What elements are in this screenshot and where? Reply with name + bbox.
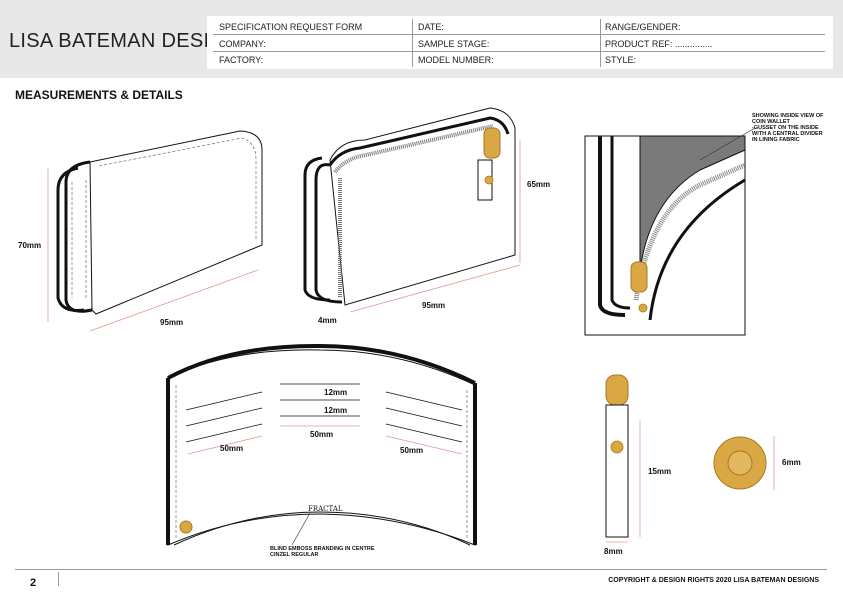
dim-puller-width: 8mm xyxy=(604,547,623,556)
note-line: WITH A CENTRAL DIVIDER xyxy=(752,131,823,137)
form-divider xyxy=(213,34,825,35)
dim-open-depth: 4mm xyxy=(318,316,337,325)
copyright-notice: COPYRIGHT & DESIGN RIGHTS 2020 LISA BATE… xyxy=(608,577,819,584)
dim-stud-diameter: 6mm xyxy=(782,458,801,467)
dim-card-slot-2: 12mm xyxy=(324,406,348,415)
zip-puller-drawing xyxy=(605,374,641,543)
product-ref-field[interactable]: PRODUCT REF: ............... xyxy=(605,39,713,49)
dim-wallet-width: 95mm xyxy=(160,318,184,327)
press-stud-drawing xyxy=(713,436,775,490)
range-gender-field[interactable]: RANGE/GENDER: xyxy=(605,22,681,32)
specification-form: SPECIFICATION REQUEST FORM DATE: RANGE/G… xyxy=(207,16,833,69)
footer-divider xyxy=(58,572,59,586)
note-line: SHOWING INSIDE VIEW OF xyxy=(752,113,824,119)
inside-view-note: SHOWING INSIDE VIEW OF COIN WALLET -GUSS… xyxy=(752,113,824,143)
open-wallet-drawing xyxy=(166,343,477,546)
form-divider xyxy=(600,19,601,67)
dim-puller-length: 15mm xyxy=(648,467,672,476)
emboss-brand-mark: FRACTAL xyxy=(308,505,343,513)
dim-center-pocket: 50mm xyxy=(310,430,334,439)
dim-card-slot-1: 12mm xyxy=(324,388,348,397)
date-field[interactable]: DATE: xyxy=(418,22,444,32)
inside-view-drawing xyxy=(584,127,756,336)
note-line: -GUSSET ON THE INSIDE xyxy=(752,125,819,131)
dim-wallet-height: 70mm xyxy=(18,241,42,250)
sample-stage-field[interactable]: SAMPLE STAGE: xyxy=(418,39,490,49)
note-line: CINZEL REGULAR xyxy=(270,552,319,558)
emboss-note: BLIND EMBOSS BRANDING IN CENTRE CINZEL R… xyxy=(270,546,375,558)
form-divider xyxy=(213,51,825,52)
brand-name: LISA BATEMAN DESIGNS xyxy=(9,30,254,52)
style-field[interactable]: STYLE: xyxy=(605,55,637,65)
form-title: SPECIFICATION REQUEST FORM xyxy=(219,22,363,32)
form-divider xyxy=(412,19,413,67)
company-field[interactable]: COMPANY: xyxy=(219,39,266,49)
zip-wallet-drawing xyxy=(303,107,521,313)
section-title: MEASUREMENTS & DETAILS xyxy=(15,88,183,102)
note-line: IN LINING FABRIC xyxy=(752,137,800,143)
closed-wallet-drawing xyxy=(47,130,263,332)
note-line: BLIND EMBOSS BRANDING IN CENTRE xyxy=(270,546,375,552)
footer-divider xyxy=(15,569,827,570)
model-number-field[interactable]: MODEL NUMBER: xyxy=(418,55,494,65)
dim-open-width: 95mm xyxy=(422,301,446,310)
dim-left-pocket: 50mm xyxy=(220,444,244,453)
dim-right-pocket: 50mm xyxy=(400,446,424,455)
dim-open-height: 65mm xyxy=(527,180,551,189)
note-line: COIN WALLET xyxy=(752,119,790,125)
factory-field[interactable]: FACTORY: xyxy=(219,55,264,65)
page-number: 2 xyxy=(30,577,37,589)
